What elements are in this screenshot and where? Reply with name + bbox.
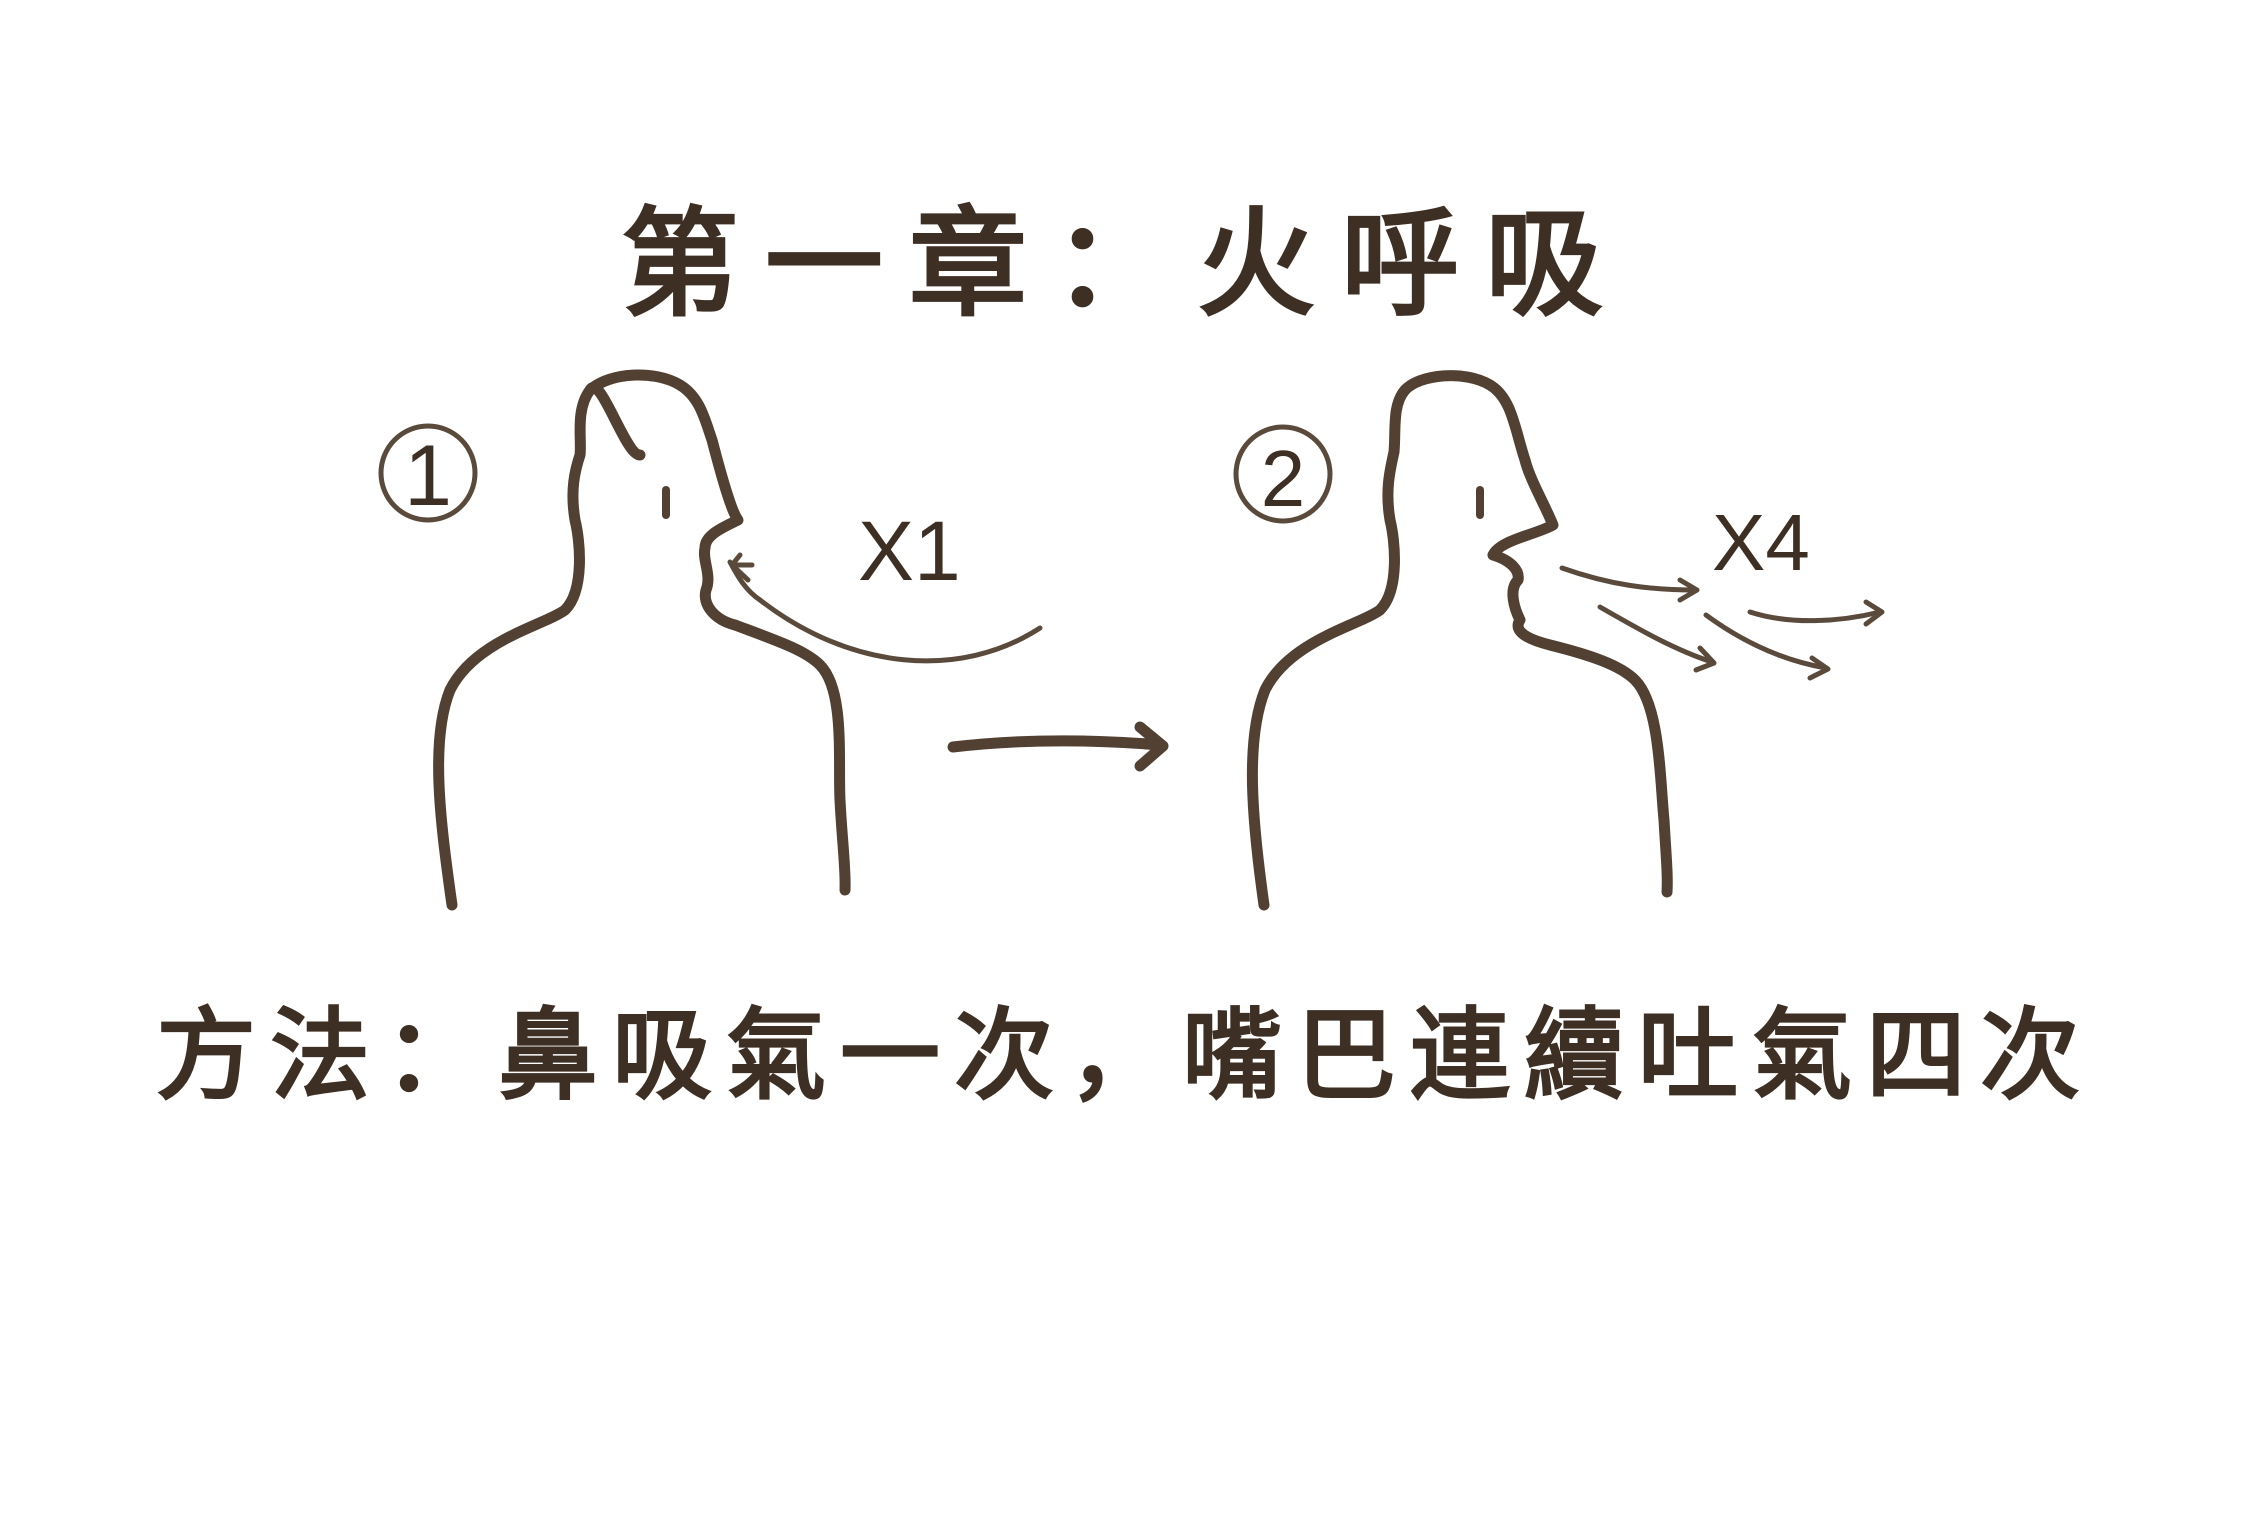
person-1-silhouette — [433, 369, 851, 911]
person-2-silhouette — [1246, 370, 1673, 911]
page-title: 第一章：火呼吸 — [620, 194, 1629, 333]
inhale-arrow-curve — [727, 559, 1043, 664]
method-caption: 方法：鼻吸氣一次，嘴巴連續吐氣四次 — [156, 996, 2094, 1114]
step-2-count-label: X4 — [1712, 498, 1810, 587]
transition-arrow — [947, 721, 1169, 772]
step-1-number: 1 — [404, 428, 452, 524]
step-2-number-badge: 2 — [1233, 424, 1333, 524]
step-2-group: 2 X4 — [1233, 370, 1885, 911]
inhale-arrow-head — [729, 552, 755, 583]
step-1-number-badge: 1 — [378, 423, 478, 524]
step-1-group: 1 X1 — [378, 369, 1043, 911]
exhale-streams — [1559, 565, 1885, 681]
step-2-number: 2 — [1261, 434, 1306, 523]
step-1-count-label: X1 — [858, 504, 961, 598]
